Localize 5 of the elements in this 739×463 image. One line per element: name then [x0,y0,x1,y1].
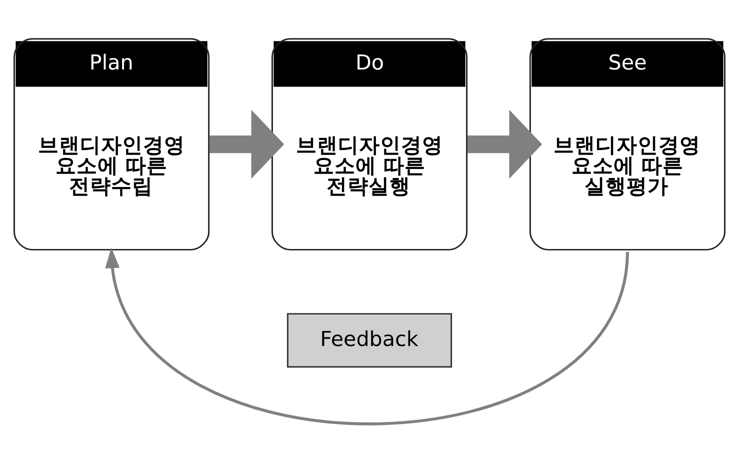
arrow [467,110,542,179]
node-box: Feedback [286,313,452,368]
arrow [105,247,629,426]
node-box: Do 브랜디자인경영 요소에 따른 전략실행 [271,38,468,250]
arrow [209,110,284,179]
